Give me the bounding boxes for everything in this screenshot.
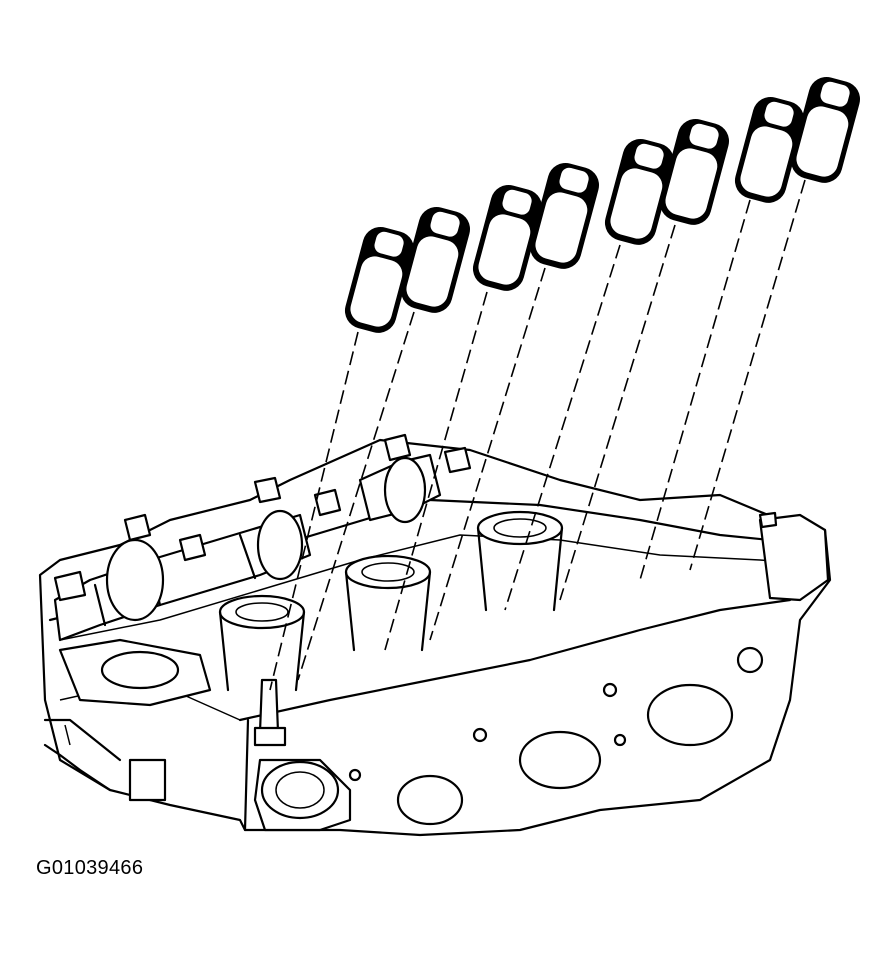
hydraulic-lifter-icon: [734, 97, 805, 203]
lifters: [344, 77, 861, 333]
leader-line-3: [384, 291, 488, 651]
figure-id-code: G01039466: [36, 857, 144, 879]
hydraulic-lifter-icon: [604, 139, 675, 245]
cylinder-head-icon: [38, 433, 832, 837]
leader-line-2: [297, 311, 415, 681]
hydraulic-lifter-icon: [344, 227, 415, 333]
leader-line-6: [559, 224, 676, 601]
leader-line-4: [429, 267, 546, 641]
hydraulic-lifter-icon: [790, 77, 861, 183]
hydraulic-lifter-icon: [400, 207, 471, 313]
leader-line-5: [504, 244, 621, 611]
leader-line-8: [689, 179, 806, 571]
leader-line-7: [639, 199, 751, 581]
leader-lines: [269, 179, 806, 691]
hydraulic-lifter-icon: [472, 185, 543, 291]
hydraulic-lifter-icon: [529, 163, 600, 269]
hydraulic-lifter-icon: [659, 119, 730, 225]
leader-line-1: [269, 331, 359, 691]
